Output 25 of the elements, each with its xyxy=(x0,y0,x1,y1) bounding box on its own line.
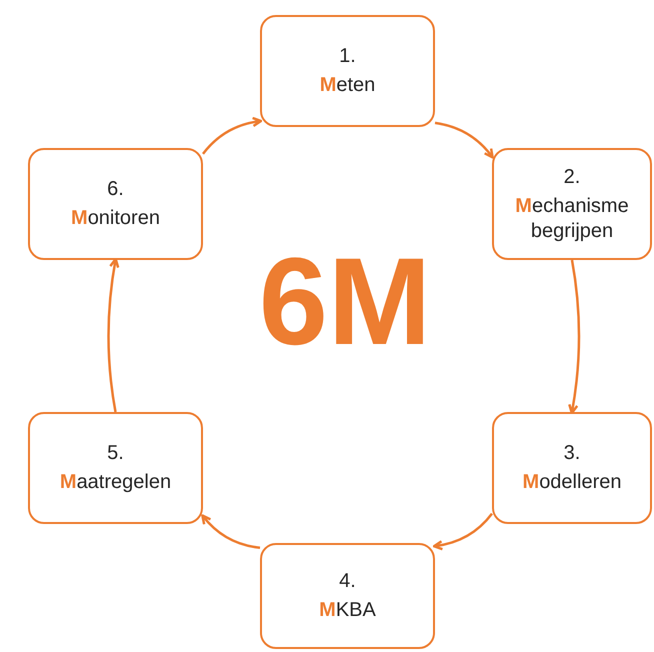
step-label: Modelleren xyxy=(522,470,622,495)
step-number: 3. xyxy=(564,441,580,466)
step-box xyxy=(260,543,435,649)
title: 6M xyxy=(258,240,432,364)
step-number: 5. xyxy=(107,441,124,466)
arrow xyxy=(434,122,494,159)
step-box xyxy=(28,412,203,524)
arrow xyxy=(432,512,493,550)
arrow xyxy=(201,514,260,549)
step-number: 2. xyxy=(564,164,580,190)
step-number: 4. xyxy=(339,569,356,594)
step-box xyxy=(492,412,652,524)
arrow xyxy=(202,116,262,155)
step-label: MKBA xyxy=(319,598,376,623)
step-box xyxy=(260,15,435,127)
step-number: 6. xyxy=(107,177,124,202)
step-label: Mechanisme begrijpen xyxy=(514,194,630,244)
step-label: Maatregelen xyxy=(60,470,172,495)
step-box xyxy=(28,148,203,260)
step-label: Monitoren xyxy=(71,206,160,231)
arrow xyxy=(568,260,580,414)
arrow xyxy=(107,258,120,412)
step-box xyxy=(492,148,652,260)
step-label: Meten xyxy=(320,73,376,98)
step-number: 1. xyxy=(339,44,356,69)
